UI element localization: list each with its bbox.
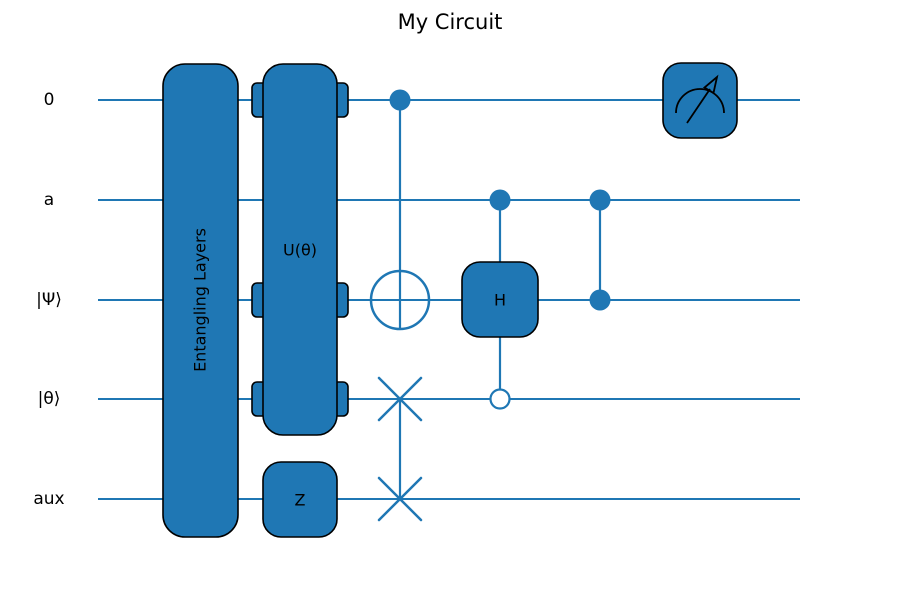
h-filled-control-dot xyxy=(489,189,511,211)
wire-label-a: a xyxy=(44,190,54,210)
wire-label-aux: aux xyxy=(33,489,64,509)
h-gate-label: H xyxy=(494,291,506,310)
cnot-target-icon xyxy=(369,269,431,331)
wire-label-0: 0 xyxy=(44,90,55,110)
u-theta-gate: U(θ) xyxy=(251,63,349,436)
measurement-arrowhead-icon xyxy=(702,74,719,95)
entangling-layers-label: Entangling Layers xyxy=(191,228,210,372)
u-theta-label: U(θ) xyxy=(283,241,317,260)
cz-control-dot-top xyxy=(589,189,611,211)
measurement-gauge-arc-icon xyxy=(675,88,725,114)
cnot-control-dot xyxy=(389,89,411,111)
wire-labels: 0 a |Ψ⟩ |θ⟩ aux xyxy=(33,90,64,509)
z-gate-label: Z xyxy=(295,491,306,510)
u-theta-box xyxy=(262,63,338,436)
entangling-layers-gate: Entangling Layers xyxy=(162,63,239,538)
cnot-gate xyxy=(369,89,431,331)
z-gate-box xyxy=(262,461,338,538)
h-gate-box xyxy=(461,261,539,338)
wire-label-psi: |Ψ⟩ xyxy=(36,290,62,310)
h-open-control-circle xyxy=(489,388,511,410)
swap-x-top-icon xyxy=(377,376,423,422)
cz-control-dot-bottom xyxy=(589,289,611,311)
figure-title: My Circuit xyxy=(398,10,503,34)
cz-gate xyxy=(589,189,611,311)
measurement-needle-icon xyxy=(686,88,711,124)
z-gate: Z xyxy=(262,461,338,538)
entangling-layers-box xyxy=(162,63,239,538)
swap-gate xyxy=(377,376,423,522)
swap-x-bottom-icon xyxy=(377,476,423,522)
measurement-box xyxy=(662,62,738,139)
controlled-h-gate: H xyxy=(461,189,539,410)
measurement-gate xyxy=(662,62,738,139)
wire-label-theta: |θ⟩ xyxy=(38,389,61,409)
